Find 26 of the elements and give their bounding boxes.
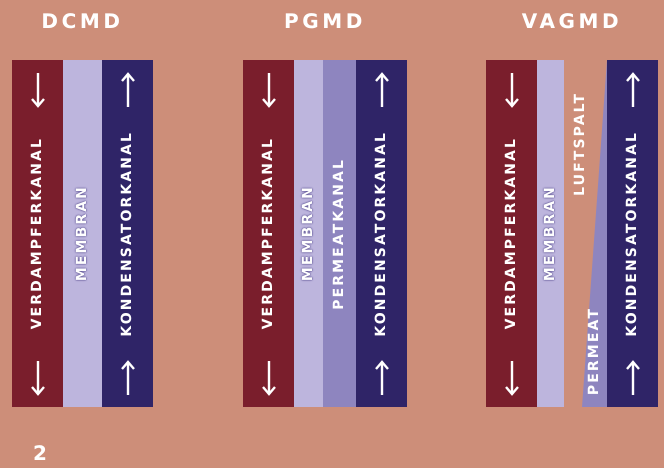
channel-label: VERDAMPFERKANAL — [502, 137, 520, 330]
channel-label: KONDENSATORKANAL — [372, 130, 390, 336]
channel-label: MEMBRAN — [73, 185, 91, 282]
membrane-layer — [294, 60, 323, 407]
condenser-channel — [356, 60, 407, 407]
column-heading: VAGMD — [520, 8, 624, 35]
channel-label: MEMBRAN — [299, 185, 317, 282]
channel-label: VERDAMPFERKANAL — [28, 137, 46, 330]
channel-label: PERMEATKANAL — [330, 158, 348, 310]
evaporator-channel — [243, 60, 294, 407]
condenser-channel — [607, 60, 658, 407]
permeate-channel — [323, 60, 356, 407]
column-heading: DCMD — [40, 8, 125, 35]
figure-number: 2 — [33, 440, 47, 467]
membrane-layer — [63, 60, 102, 407]
condenser-channel — [102, 60, 153, 407]
column-heading: PGMD — [283, 8, 367, 35]
membrane-layer — [537, 60, 564, 407]
channel-label: MEMBRAN — [541, 185, 559, 282]
evaporator-channel — [12, 60, 63, 407]
channel-label: VERDAMPFERKANAL — [259, 137, 277, 330]
gap-label: LUFTSPALT — [571, 92, 589, 196]
channel-label: KONDENSATORKANAL — [118, 130, 136, 336]
evaporator-channel — [486, 60, 537, 407]
channel-label: PERMEAT — [585, 306, 603, 395]
channel-label: KONDENSATORKANAL — [623, 130, 641, 336]
